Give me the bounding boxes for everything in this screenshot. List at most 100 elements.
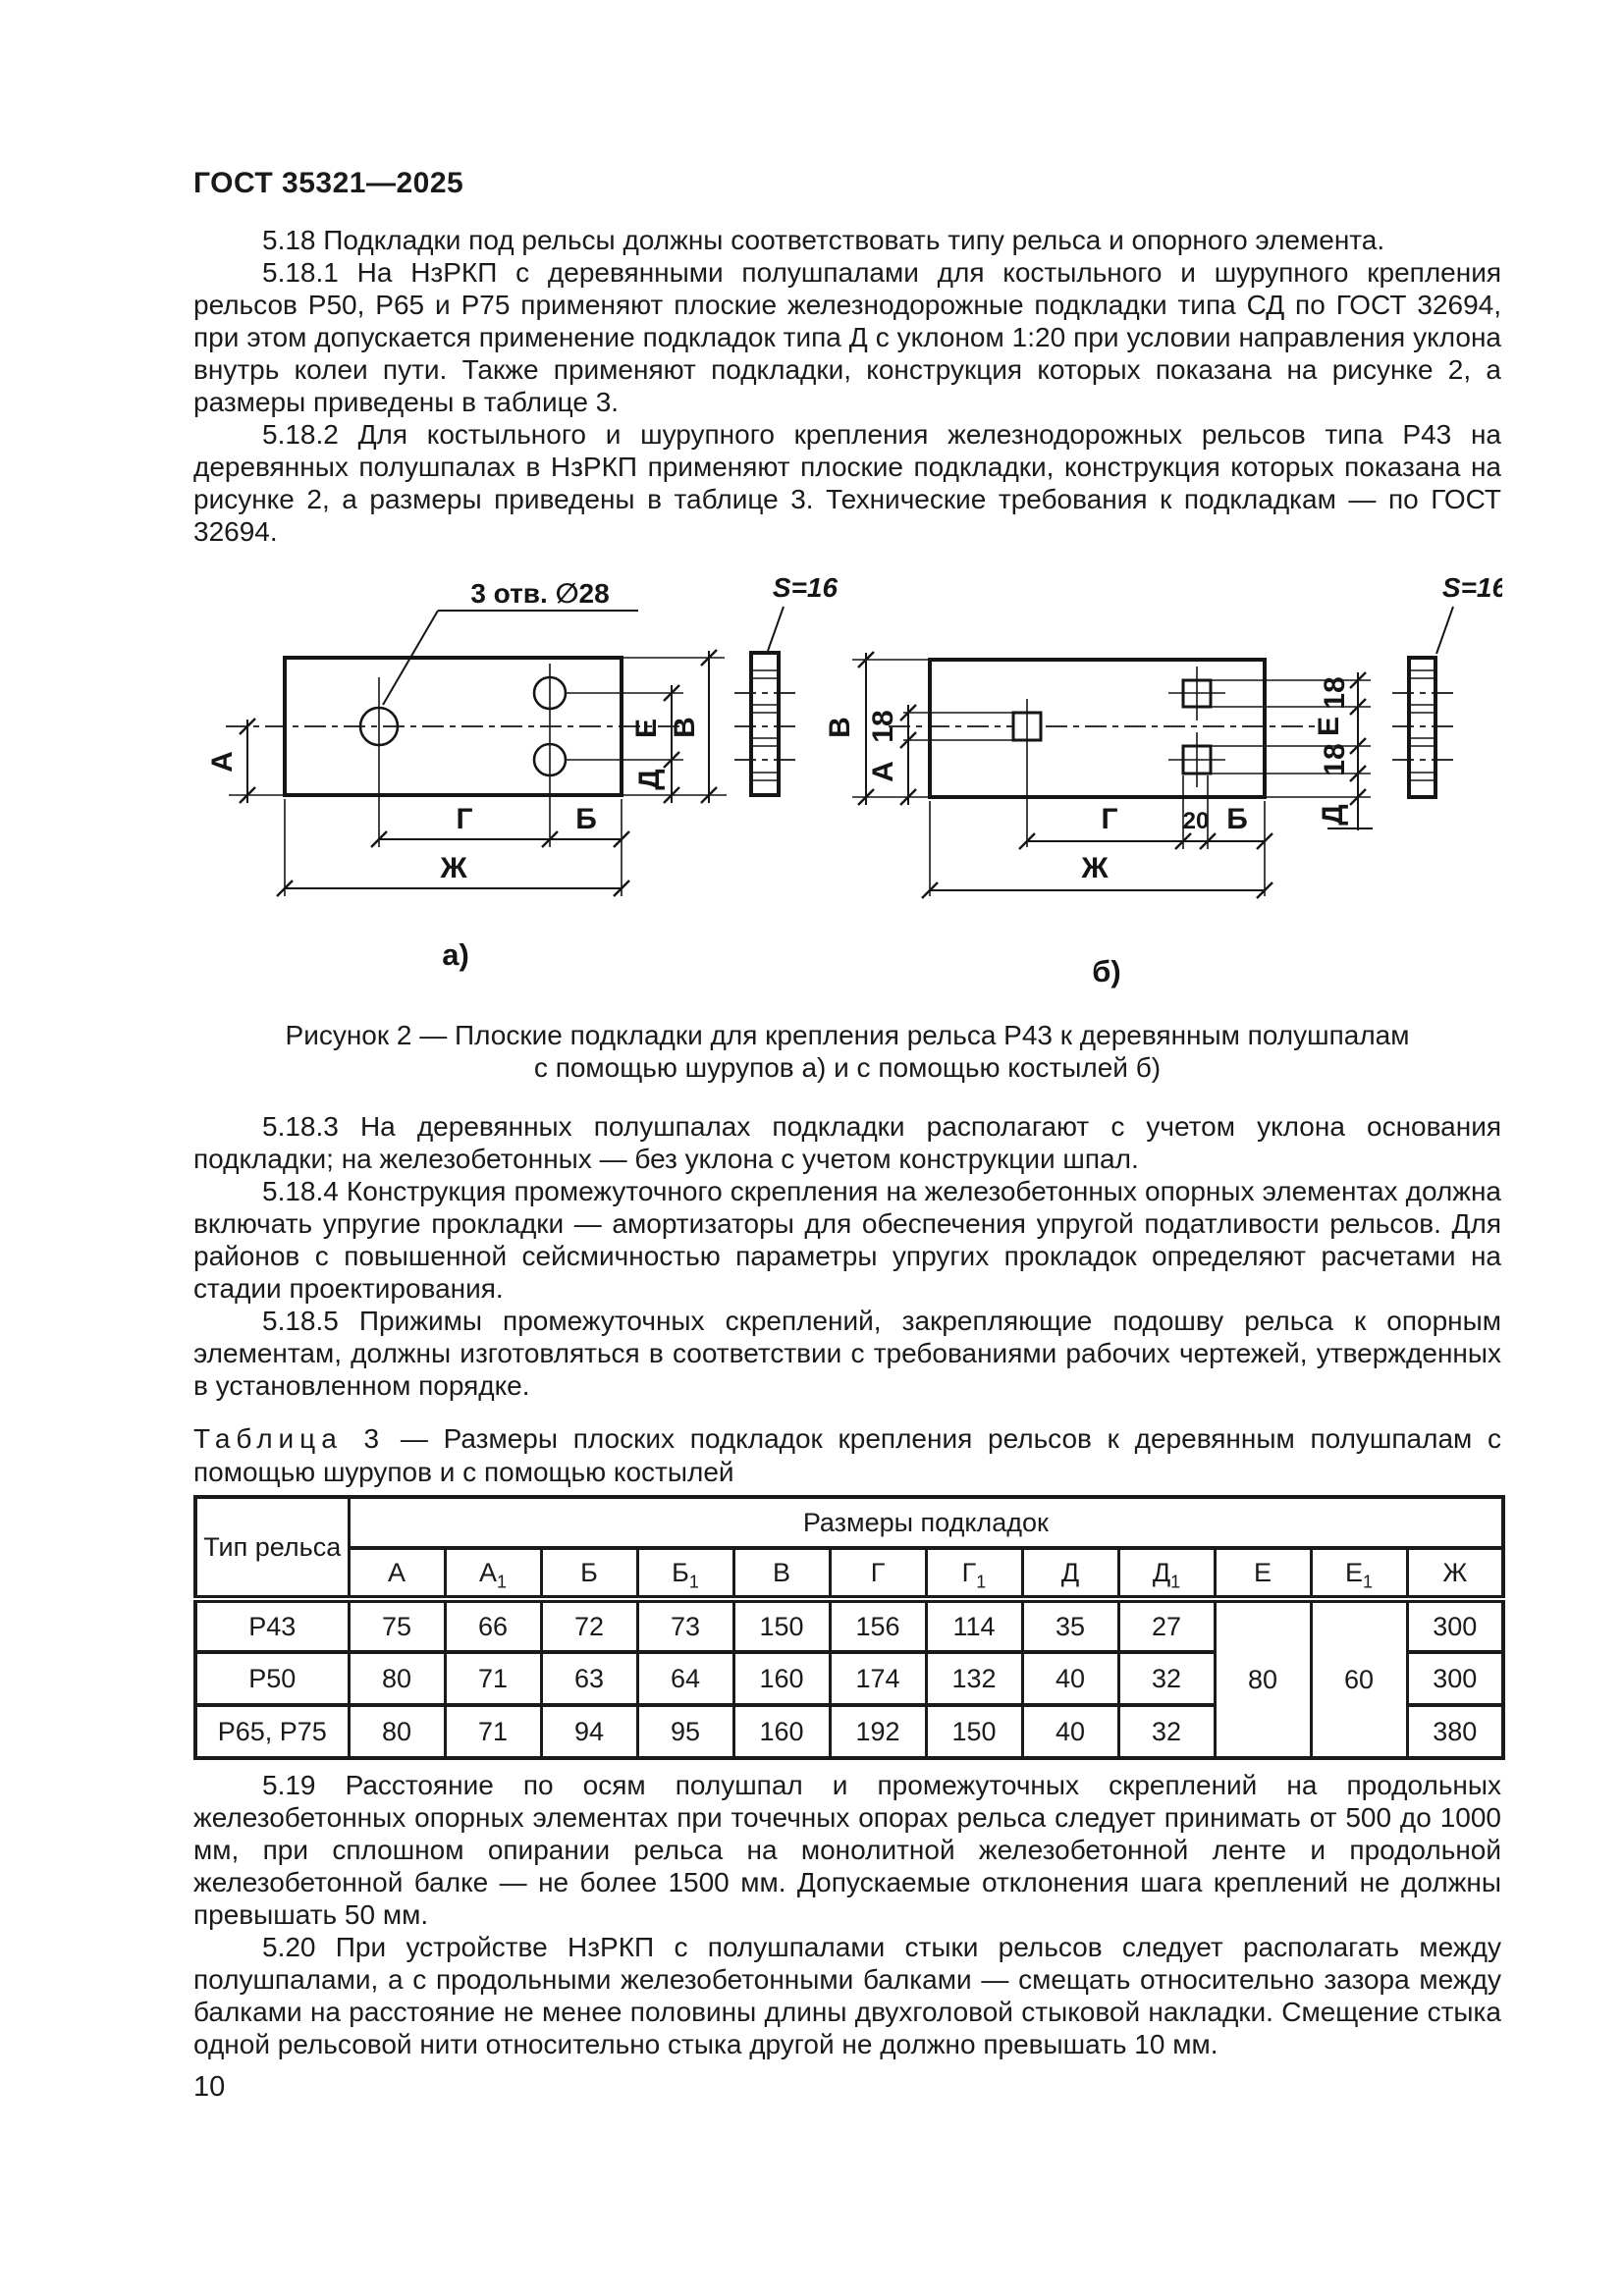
section-5-18-block: 5.18 Подкладки под рельсы должны соответ… — [193, 224, 1501, 548]
running-head: ГОСТ 35321—2025 — [193, 167, 464, 199]
column-header: Е1 — [1309, 1548, 1409, 1603]
cell-value: 160 — [731, 1705, 832, 1758]
cell-value: 150 — [924, 1705, 1024, 1758]
cell-value: 40 — [1020, 1652, 1120, 1707]
cell-value: 156 — [828, 1599, 928, 1654]
cell-rail-type: Р65, Р75 — [193, 1705, 351, 1758]
cell-value: 40 — [1020, 1705, 1120, 1758]
table-row: Р65, Р75 80 71 94 95 160 192 150 40 32 3… — [193, 1705, 1505, 1758]
cell-rail-type: Р50 — [193, 1652, 351, 1707]
column-header: Б1 — [635, 1548, 735, 1603]
side-view-a: S=16 — [734, 572, 839, 797]
cell-value: 63 — [539, 1652, 639, 1707]
table-3: Тип рельса Размеры подкладок А А1 Б Б1 В… — [193, 1495, 1506, 1760]
cell-value: 380 — [1405, 1705, 1505, 1758]
column-header: В — [731, 1548, 832, 1603]
column-header: Д — [1020, 1548, 1120, 1603]
table-subheader-row: А А1 Б Б1 В Г Г1 Д Д1 Е Е1 Ж — [195, 1548, 1505, 1603]
cell-value: 32 — [1116, 1652, 1217, 1707]
cell-value: 150 — [731, 1599, 832, 1654]
cell-value: 132 — [924, 1652, 1024, 1707]
cell-value: 300 — [1405, 1599, 1505, 1654]
cell-value: 71 — [443, 1652, 543, 1707]
column-header: Г1 — [924, 1548, 1024, 1603]
section-5-19-block: 5.19 Расстояние по осям полушпал и проме… — [193, 1769, 1501, 2060]
paragraph-5-20: 5.20 При устройстве НзРКП с полушпалами … — [193, 1932, 1501, 2059]
figure-2-drawing: 3 отв. ∅28 — [206, 572, 1508, 988]
thickness-label-a: S=16 — [773, 572, 839, 603]
dim-label-zh: Ж — [439, 852, 467, 884]
dimension-labels-a: А Е Д В Г Б Ж — [206, 717, 701, 884]
table-title: Таблица 3 — Размеры плоских подкладок кр… — [193, 1422, 1501, 1489]
cell-value: 72 — [539, 1599, 639, 1654]
dim-label-e: Е — [630, 719, 663, 738]
cell-value: 114 — [924, 1599, 1024, 1654]
drawing-b: В 18 А 18 Е 18 Д Г 20 Б Ж — [824, 572, 1508, 988]
dim-label-20: 20 — [1183, 808, 1210, 834]
cell-value: 80 — [347, 1652, 447, 1707]
paragraph-5-19: 5.19 Расстояние по осям полушпал и проме… — [193, 1770, 1501, 1930]
cell-value: 66 — [443, 1599, 543, 1654]
figure-caption-line1: Рисунок 2 — Плоские подкладки для крепле… — [285, 1020, 1410, 1050]
cell-value: 300 — [1405, 1652, 1505, 1707]
cell-value: 160 — [731, 1652, 832, 1707]
section-5-18-3-block: 5.18.3 На деревянных полушпалах подкладк… — [193, 1110, 1501, 1402]
paragraph-5-18-1: 5.18.1 На НзРКП с деревянными полушпалам… — [193, 257, 1501, 417]
figure-2: 3 отв. ∅28 — [128, 567, 1508, 1009]
extension-lines-b — [852, 659, 1371, 896]
dim-label-g: Г — [1101, 803, 1117, 835]
hole-note-label: 3 отв. ∅28 — [470, 578, 609, 609]
cell-value: 32 — [1116, 1705, 1217, 1758]
cell-value: 75 — [347, 1599, 447, 1654]
page-number: 10 — [193, 2071, 226, 2103]
column-header: Г — [828, 1548, 928, 1603]
cell-value: 80 — [347, 1705, 447, 1758]
cell-rail-type: Р43 — [193, 1599, 351, 1654]
dim-label-v: В — [824, 717, 856, 738]
cell-value-e1-merged: 60 — [1309, 1599, 1409, 1758]
dim-label-e: Е — [1313, 717, 1345, 736]
dim-label-a: А — [206, 751, 239, 773]
cell-value: 27 — [1116, 1599, 1217, 1654]
column-header: Е — [1213, 1548, 1313, 1603]
cell-value: 94 — [539, 1705, 639, 1758]
dim-label-g: Г — [456, 803, 472, 835]
dim-label-a: А — [867, 761, 899, 782]
table-row: Р43 75 66 72 73 150 156 114 35 27 80 60 … — [193, 1599, 1505, 1758]
sublabel-a: а) — [442, 937, 469, 972]
paragraph-5-18-2: 5.18.2 Для костыльного и шурупного крепл… — [193, 419, 1501, 547]
column-header: Д1 — [1116, 1548, 1217, 1603]
dimension-lines-b — [857, 651, 1373, 899]
table-label: Таблица 3 — [193, 1423, 386, 1454]
dim-label-d: Д — [633, 769, 666, 789]
dim-label-18-left: 18 — [867, 710, 899, 742]
column-header: Ж — [1405, 1548, 1505, 1603]
plate-b — [928, 658, 1267, 799]
cell-value: 35 — [1020, 1599, 1120, 1654]
column-header: Б — [539, 1548, 639, 1603]
side-view-b: S=16 — [1392, 572, 1508, 799]
cell-value: 64 — [635, 1652, 735, 1707]
table-title-text: — Размеры плоских подкладок крепления ре… — [193, 1423, 1502, 1487]
left-slot — [903, 699, 1043, 847]
dim-label-18-bottom: 18 — [1319, 743, 1351, 775]
paragraph-5-18-5: 5.18.5 Прижимы промежуточных скреплений,… — [193, 1306, 1501, 1401]
paragraph-5-18-4: 5.18.4 Конструкция промежуточного скрепл… — [193, 1176, 1501, 1304]
paragraph-5-18-3: 5.18.3 На деревянных полушпалах подкладк… — [193, 1111, 1501, 1174]
holes-a — [358, 664, 568, 847]
cell-value: 71 — [443, 1705, 543, 1758]
figure-caption-line2: с помощью шурупов а) и с помощью костыле… — [533, 1052, 1162, 1083]
hole-note: 3 отв. ∅28 — [382, 578, 638, 706]
cell-value: 192 — [828, 1705, 928, 1758]
dim-label-b: Б — [575, 803, 597, 835]
column-header: А1 — [443, 1548, 543, 1603]
cell-value: 95 — [635, 1705, 735, 1758]
cell-value: 174 — [828, 1652, 928, 1707]
table-row: Р50 80 71 63 64 160 174 132 40 32 300 — [193, 1652, 1505, 1707]
table-group-header: Размеры подкладок — [347, 1497, 1505, 1550]
cell-value-e-merged: 80 — [1213, 1599, 1313, 1758]
column-header: А — [347, 1548, 447, 1603]
dim-label-18-top: 18 — [1319, 676, 1351, 709]
dim-label-v: В — [669, 717, 701, 738]
